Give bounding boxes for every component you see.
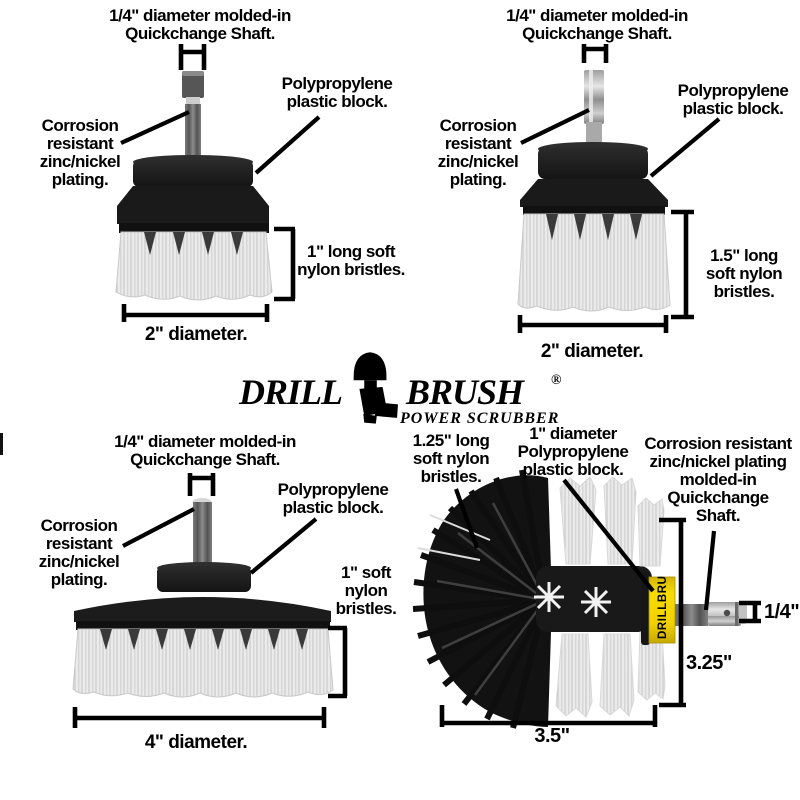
- plastic-block: [538, 147, 648, 179]
- b2-block-label: Polypropylene plastic block.: [677, 81, 789, 119]
- b2-diameter-dim: 2" diameter.: [540, 341, 644, 362]
- logo-brush-text: BRUSH: [406, 372, 524, 412]
- plastic-disc: [74, 597, 331, 622]
- plastic-block: [133, 160, 253, 187]
- hex-shaft: [584, 70, 604, 124]
- b4-bristle-leader: [454, 488, 479, 549]
- b4-width-dim: 3.5": [534, 725, 570, 747]
- b3-plating-label: Corrosion resistant zinc/nickel plating.: [38, 516, 120, 590]
- b1-shaft-label: 1/4" diameter molded-in Quickchange Shaf…: [109, 6, 291, 44]
- b4-length-dim: 3.25": [686, 652, 732, 674]
- b1-plating-label: Corrosion resistant zinc/nickel plating.: [39, 116, 121, 190]
- hex-collar: [182, 71, 204, 98]
- detent-hole: [723, 609, 731, 617]
- b4-shaft-leader: [703, 530, 717, 611]
- b4-block-label: 1" diameter Polypropylene plastic block.: [517, 424, 629, 480]
- b3-block-label: Polypropylene plastic block.: [277, 480, 389, 518]
- b4-shaft-label: Corrosion resistant zinc/nickel plating …: [644, 434, 792, 526]
- b4-bristles-label: 1.25" long soft nylon bristles.: [412, 431, 490, 487]
- b2-block-leader: [649, 117, 721, 178]
- nylon-bristles: [115, 231, 273, 301]
- drill-icon: [353, 352, 398, 424]
- b1-diameter-dim: 2" diameter.: [144, 324, 248, 345]
- b3-bristles-label: 1" soft nylon bristles.: [335, 563, 397, 619]
- quickchange-shaft: [185, 104, 201, 161]
- b2-plating-leader: [520, 108, 590, 145]
- white-bristle-tufts: [555, 476, 666, 718]
- b2-plating-label: Corrosion resistant zinc/nickel plating.: [437, 116, 519, 190]
- brush-2in-long-photo: [517, 70, 671, 312]
- nylon-bristles: [72, 628, 334, 698]
- b1-plating-leader: [120, 110, 190, 145]
- brush-ball-photo: DRILLBRU: [412, 469, 747, 729]
- b3-diameter-dim: 4" diameter.: [144, 732, 248, 753]
- logo-drill-text: DRILL: [239, 372, 343, 412]
- b3-plating-leader: [122, 507, 195, 548]
- b3-shaft-label: 1/4" diameter molded-in Quickchange Shaf…: [114, 432, 296, 470]
- nylon-bristles: [517, 213, 671, 312]
- b4-block-leader: [562, 478, 655, 593]
- b1-block-leader: [254, 115, 321, 175]
- leader-lines: [120, 108, 721, 611]
- b4-shaft-diameter-dim: 1/4": [764, 601, 800, 623]
- brush-4in-photo: [72, 498, 334, 698]
- yellow-brand-band: [648, 576, 676, 644]
- photo-edge-artifact: [0, 433, 3, 455]
- b1-bristles-label: 1" long soft nylon bristles.: [297, 242, 405, 280]
- b2-bristles-label: 1.5" long soft nylon bristles.: [705, 246, 783, 302]
- logo-tagline: POWER SCRUBBER: [400, 410, 560, 427]
- b2-shaft-label: 1/4" diameter molded-in Quickchange Shaf…: [506, 6, 688, 44]
- b3-block-leader: [249, 517, 318, 575]
- quickchange-shaft: [193, 502, 212, 567]
- tuft-puffs: [534, 582, 611, 617]
- brush-2in-short-photo: [115, 71, 273, 301]
- b1-block-label: Polypropylene plastic block.: [281, 74, 393, 112]
- hub: [157, 566, 251, 592]
- logo-registered-mark: ®: [551, 373, 562, 388]
- band-brand-text: DRILLBRU: [657, 575, 669, 639]
- dimension-lines: [72, 44, 761, 728]
